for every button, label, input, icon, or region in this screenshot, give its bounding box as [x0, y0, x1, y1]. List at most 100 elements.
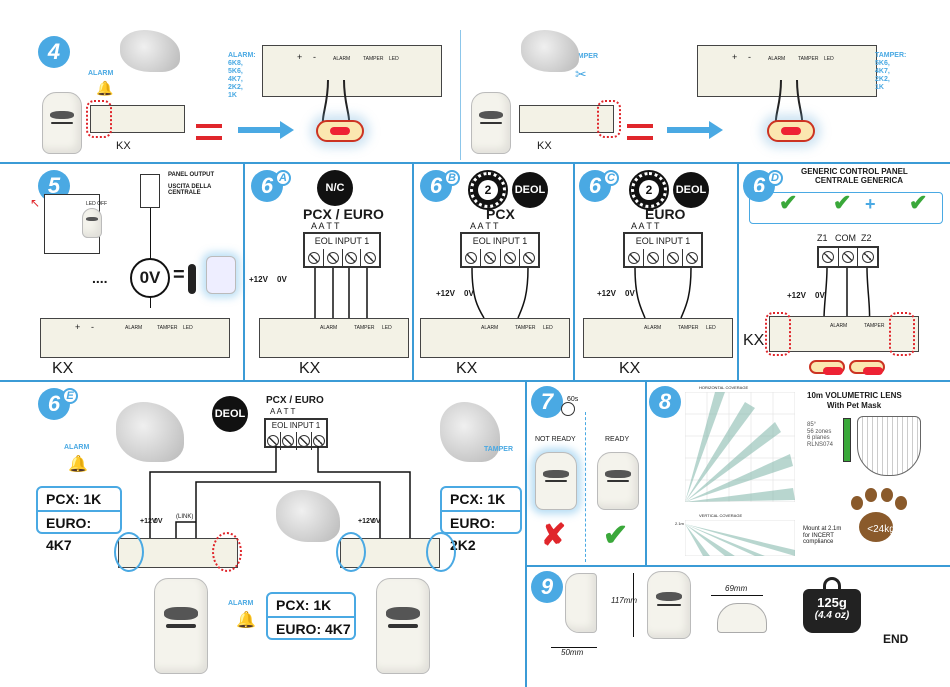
pir-front-view [647, 571, 691, 639]
resistor-glow [316, 120, 364, 142]
panel-output-terminal [140, 174, 160, 208]
link-label: (LINK) [176, 514, 194, 520]
panel-step4-alarm: 4 ALARM 🔔 KX ALARM: 6K8, 5K6, 4K7, 2K2, … [0, 0, 460, 162]
panel-step5: 5 PANEL OUTPUT USCITA DELLA CENTRALE LED… [0, 164, 243, 380]
alarm-resistor-values: ALARM: 6K8, 5K6, 4K7, 2K2, 1K [228, 52, 256, 100]
aatt-labels: A A T T [270, 407, 296, 416]
pir-not-ready [535, 452, 577, 510]
arrow-right [238, 121, 294, 139]
z1-label: Z1 [817, 233, 828, 243]
v0-label: 0V [277, 275, 287, 284]
height-label: 117mm [611, 596, 638, 605]
v0-label: 0V [154, 518, 163, 525]
lens-title: 10m VOLUMETRIC LENS [807, 391, 902, 400]
mount-note: Mount at 2.1m for INCERT compliance [803, 526, 842, 546]
kx-label: KX [299, 360, 321, 377]
jumper-highlight-right [889, 312, 915, 356]
pir-detector-right [376, 578, 430, 674]
step-6-badge: 6 [38, 388, 70, 420]
kx-label: KX [743, 332, 765, 349]
kx-label: KX [537, 140, 552, 152]
check-icon: ✔ [833, 190, 852, 215]
horizontal-coverage-label: HORIZONTAL COVERAGE [699, 385, 749, 390]
v12-label: +12V [249, 275, 268, 284]
aatt-labels: A A T T [470, 221, 499, 231]
tamper-jumper-highlight [597, 100, 621, 138]
panel-step6b: 6 B 2 DEOL PCX A A T T EOL INPUT 1 +12V … [414, 164, 573, 380]
kx-label: KX [619, 360, 641, 377]
tamper-label: TAMPER [569, 53, 599, 60]
hand-illustration [276, 490, 340, 542]
pir-detector-left [154, 578, 208, 674]
check-icon: ✔ [603, 519, 629, 552]
eol-input-terminal: EOL INPUT 1 [303, 232, 381, 268]
step-8-badge: 8 [649, 386, 681, 418]
z2-label: Z2 [861, 233, 872, 243]
pir-detector-image [471, 92, 511, 154]
code-box-left: PCX: 1K EURO: 4K7 [36, 486, 122, 553]
generic-title-it: CENTRALE GENERICA [815, 176, 904, 185]
terminal-board: ALARM TAMPER LED [583, 318, 733, 358]
lens-diagram [857, 416, 921, 476]
panel-step6e: 6 E DEOL PCX / EURO A A T T EOL INPUT 1 … [0, 382, 525, 687]
check-icon: ✔ [909, 190, 928, 215]
v0-label: 0V [372, 518, 381, 525]
weight-icon: 125g (4.4 oz) [803, 589, 861, 633]
arrow-up-red-icon: ↖ [30, 196, 41, 210]
terminal-board-small [90, 105, 185, 133]
jumper-highlight-left [765, 312, 791, 356]
eol-input-terminal: EOL INPUT 1 [460, 232, 540, 268]
divider-row1 [0, 162, 950, 164]
jumper-highlight [336, 532, 366, 572]
timer-icon [561, 402, 575, 416]
panel-step7: 7 60s NOT READY READY ✘ ✔ [527, 382, 645, 565]
step-6-badge: 6 [420, 170, 452, 202]
pet-weight: <24kg [867, 524, 895, 535]
resistor-glow [767, 120, 815, 142]
terminal-board: + - ALARM TAMPER LED [40, 318, 230, 358]
kx-label: KX [116, 140, 131, 152]
equals-sign [627, 124, 653, 140]
v12-label: +12V [597, 289, 616, 298]
alarm-label: ALARM [88, 70, 114, 77]
pir-lit [206, 256, 236, 294]
wiring-6a [314, 268, 368, 318]
vertical-coverage-chart [685, 520, 795, 556]
plus-sign: + [865, 194, 876, 214]
tamper-resistor-values: TAMPER: 5K6, 4K7, 2K2, 1K [875, 52, 907, 92]
depth-dim-line [711, 595, 763, 596]
terminal-board: ALARM TAMPER [769, 316, 919, 352]
panel-step9: 9 50mm 117mm 69mm 125g (4.4 oz) END [527, 567, 950, 687]
pir-ready [597, 452, 639, 510]
resistor [809, 360, 845, 375]
person-silhouette-icon [188, 264, 196, 294]
divider-6e-7 [525, 381, 527, 687]
pir-side-view [565, 573, 597, 633]
step-sub-a: A [275, 170, 291, 186]
step-sub-c: C [603, 170, 619, 186]
resistor [849, 360, 885, 375]
paw-toe [881, 488, 893, 502]
panel-step6d: 6 D GENERIC CONTROL PANEL CENTRALE GENER… [739, 164, 950, 380]
wiring-6c [634, 268, 692, 319]
eol-input-terminal: EOL INPUT 1 [623, 232, 703, 268]
panel-title: PCX / EURO [266, 395, 324, 406]
equals-sign [196, 124, 222, 140]
terminal-board-large: + - ALARM TAMPER LED [262, 45, 442, 97]
double-badge: 2 [468, 170, 508, 210]
height-dim-line [633, 573, 634, 637]
arrow-right [667, 121, 723, 139]
kx-label: KX [52, 360, 74, 377]
paw-toe [851, 496, 863, 510]
terminal-board: ALARM TAMPER LED [259, 318, 409, 358]
wiring-6b [471, 268, 529, 319]
code-box-right: PCX: 1K EURO: 2K2 [440, 486, 522, 553]
eol-input-terminal: EOL INPUT 1 [264, 418, 328, 450]
step-sub-d: D [767, 170, 783, 186]
divider-6b-6c [573, 163, 575, 380]
double-badge: 2 [629, 170, 669, 210]
end-label: END [883, 632, 909, 646]
panel-step8: 8 HORIZONTAL COVERAGE VERTICAL COVERAGE [647, 382, 950, 565]
panel-title: PCX [486, 206, 515, 222]
